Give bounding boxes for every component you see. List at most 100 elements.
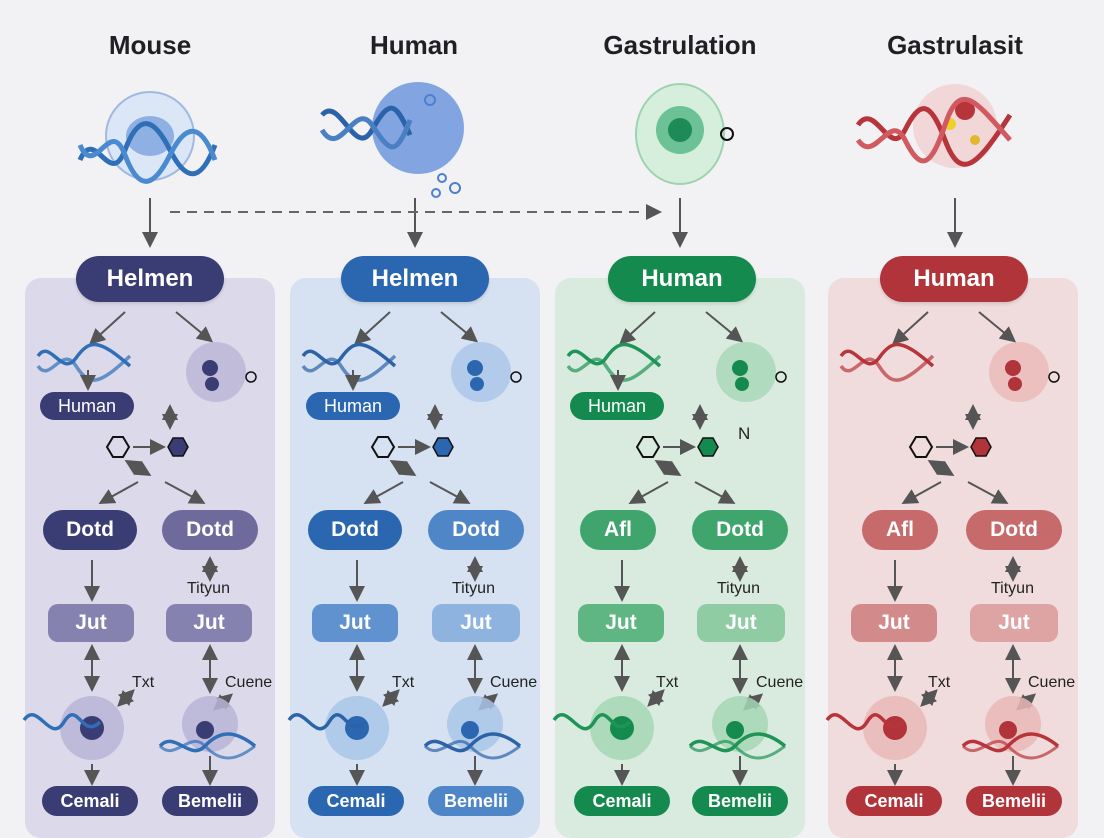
jut-box-right-human: Jut (432, 604, 520, 642)
txt-arrow (647, 689, 665, 707)
cell-nucleus (470, 377, 484, 391)
bottom-pill-right-gastrulation: Bemelii (692, 786, 788, 816)
small-ring-icon (1048, 371, 1060, 383)
label-txt-gastrulasit: Txt (928, 674, 951, 691)
gastrulasit-cell-icon (855, 84, 1013, 168)
lower-split-left (363, 481, 404, 504)
hexagon-diag-arrow (124, 459, 152, 477)
txt-arrow (117, 689, 135, 707)
mid-pill-right-mouse: Dotd (162, 510, 258, 550)
mid-pill-left-gastrulasit: Afl (862, 510, 938, 550)
bottom-pill-right-gastrulasit: Bemelii (966, 786, 1062, 816)
hexagon-outline-icon (635, 436, 661, 458)
label-txt-gastrulation: Txt (656, 674, 679, 691)
header-pill-gastrulasit: Human (880, 256, 1028, 302)
small-pill-mouse: Human (40, 392, 134, 420)
cell-nucleus (1005, 360, 1021, 376)
hexagon-filled-icon (970, 437, 992, 457)
small-pill-human: Human (306, 392, 400, 420)
small-ring-icon (510, 371, 522, 383)
label-cuene-mouse: Cuene (225, 674, 273, 691)
small-helix-icon (301, 342, 397, 368)
split-arrow-right (175, 311, 214, 343)
small-helix-icon (36, 342, 132, 368)
small-pill-gastrulation: Human (570, 392, 664, 420)
split-arrow-left (89, 311, 126, 345)
small-ring-icon (775, 371, 787, 383)
label-tityun-mouse: Tityun (187, 580, 230, 597)
hexagon-outline-icon (370, 436, 396, 458)
column-title-gastrulasit: Gastrulasit (887, 30, 1023, 60)
column-title-gastrulation: Gastrulation (603, 30, 757, 60)
jut-box-left-gastrulation: Jut (578, 604, 664, 642)
split-arrow-right (978, 311, 1017, 343)
small-helix-strand (36, 354, 132, 382)
split-arrow-right (705, 311, 744, 343)
small-helix-icon (566, 342, 662, 368)
bottom-pill-right-mouse: Bemelii (162, 786, 258, 816)
mid-pill-right-human: Dotd (428, 510, 524, 550)
lower-split-left (901, 481, 942, 504)
lower-split-right (967, 481, 1009, 504)
column-title-mouse: Mouse (108, 30, 192, 60)
cell-nucleus (205, 377, 219, 391)
hexagon-filled-icon (167, 437, 189, 457)
bottom-cell-nucleus (999, 721, 1017, 739)
header-pill-human: Helmen (341, 256, 489, 302)
cell-nucleus (732, 360, 748, 376)
jut-box-left-gastrulasit: Jut (851, 604, 937, 642)
hexagon-outline-icon (908, 436, 934, 458)
bottom-helix-strand (158, 739, 256, 760)
hexagon-diag-arrow (927, 459, 955, 477)
jut-box-right-mouse: Jut (166, 604, 252, 642)
label-cuene-gastrulasit: Cuene (1028, 674, 1076, 691)
bottom-helix-left-icon (287, 713, 367, 731)
hexagon-outline-icon (105, 436, 131, 458)
bottom-cell-nucleus (196, 721, 214, 739)
label-txt-human: Txt (392, 674, 415, 691)
label-tityun-gastrulation: Tityun (717, 580, 760, 597)
jut-box-right-gastrulation: Jut (697, 604, 785, 642)
mid-pill-left-human: Dotd (308, 510, 402, 550)
lower-split-right (164, 481, 206, 504)
split-arrow-left (892, 311, 929, 345)
bottom-pill-left-gastrulation: Cemali (574, 786, 670, 816)
mid-pill-right-gastrulation: Dotd (692, 510, 788, 550)
bottom-helix-strand (423, 739, 521, 760)
split-arrow-left (619, 311, 656, 345)
gastrulation-cell-icon (635, 83, 734, 185)
bottom-helix-strand (961, 739, 1059, 760)
cell-nucleus (735, 377, 749, 391)
small-helix-strand (301, 354, 397, 382)
lower-split-left (98, 481, 139, 504)
split-arrow-left (354, 311, 391, 345)
cell-nucleus (467, 360, 483, 376)
small-helix-strand (566, 354, 662, 382)
label-n-gastrulation: N (738, 424, 751, 443)
bottom-pill-left-gastrulasit: Cemali (846, 786, 942, 816)
bottom-pill-right-human: Bemelii (428, 786, 524, 816)
lower-split-left (628, 481, 669, 504)
bottom-cell-nucleus (461, 721, 479, 739)
bottom-cell-nucleus (726, 721, 744, 739)
label-cuene-human: Cuene (490, 674, 538, 691)
bottom-pill-left-human: Cemali (308, 786, 404, 816)
cell-nucleus (1008, 377, 1022, 391)
cell-nucleus (202, 360, 218, 376)
column-title-human: Human (369, 30, 459, 60)
mid-pill-right-gastrulasit: Dotd (966, 510, 1062, 550)
mid-pill-left-gastrulation: Afl (580, 510, 656, 550)
hexagon-diag-arrow (654, 459, 682, 477)
hexagon-filled-icon (432, 437, 454, 457)
mid-pill-left-mouse: Dotd (43, 510, 137, 550)
txt-arrow (920, 689, 938, 707)
bottom-pill-left-mouse: Cemali (42, 786, 138, 816)
label-tityun-gastrulasit: Tityun (991, 580, 1034, 597)
jut-box-left-mouse: Jut (48, 604, 134, 642)
hexagon-filled-icon (697, 437, 719, 457)
jut-box-right-gastrulasit: Jut (970, 604, 1058, 642)
label-tityun-human: Tityun (452, 580, 495, 597)
bottom-helix-strand (688, 739, 786, 760)
